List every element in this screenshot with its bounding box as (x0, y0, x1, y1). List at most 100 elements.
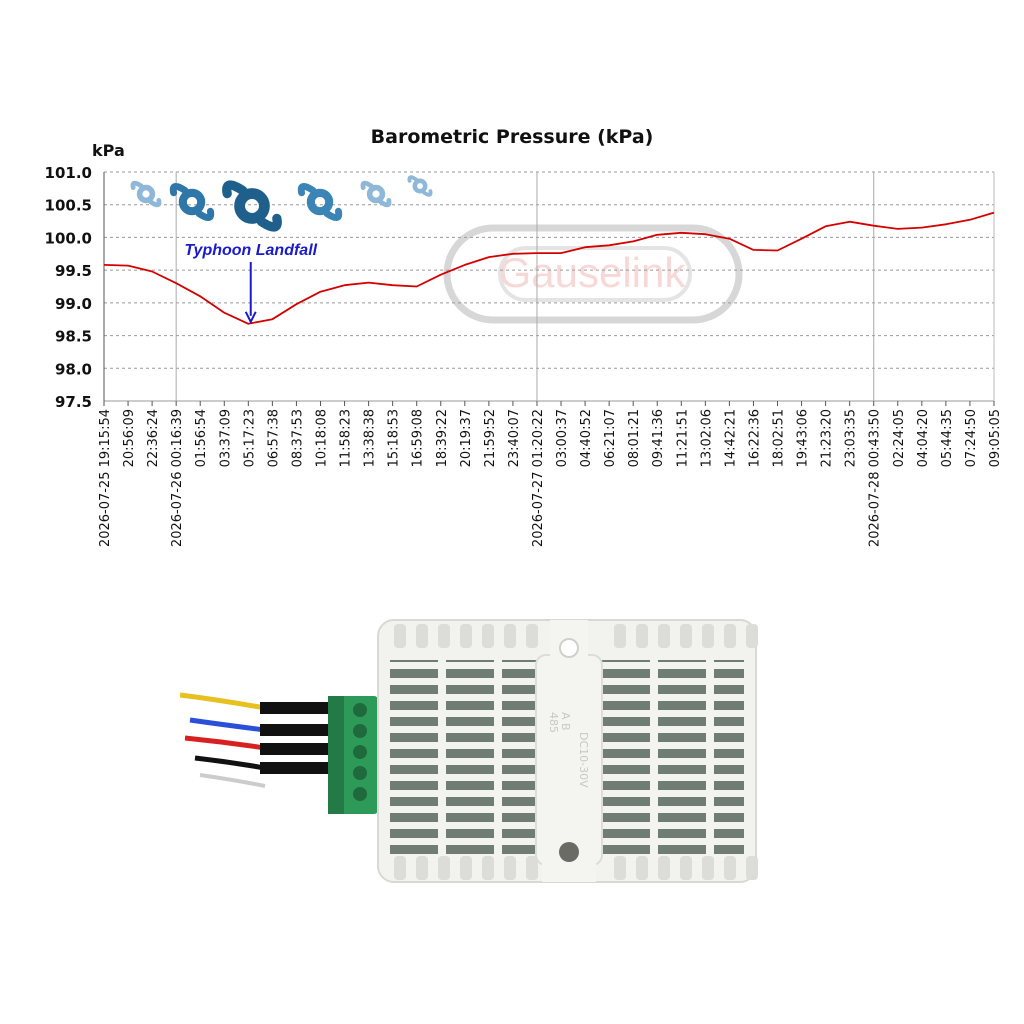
x-tick-label: 09:41:36 (651, 409, 666, 467)
typhoon-icon (407, 175, 433, 197)
x-tick-label: 20:56:09 (122, 409, 137, 467)
typhoon-icon (222, 180, 282, 232)
vent-slat (602, 742, 744, 749)
vent-slat (602, 854, 744, 861)
bottom-vent-notch (680, 856, 692, 880)
vent-rib (650, 660, 658, 860)
y-tick-label: 101.0 (45, 164, 92, 182)
vent-slat (602, 790, 744, 797)
y-tick-label: 97.5 (55, 393, 92, 411)
top-vent-notch (526, 624, 538, 648)
typhoon-icons (130, 175, 433, 232)
chart-title: Barometric Pressure (kPa) (371, 126, 654, 148)
x-tick-label: 18:02:51 (772, 409, 787, 467)
vent-slat (602, 662, 744, 669)
x-tick-label: 2026-07-26 00:16:39 (170, 409, 185, 547)
vent-slat (390, 710, 536, 717)
x-tick-label: 23:40:07 (507, 409, 522, 467)
x-tick-label: 21:59:52 (483, 409, 498, 467)
top-vent-notch (504, 624, 516, 648)
vent-slat (390, 662, 536, 669)
top-vent-notch (460, 624, 472, 648)
top-vent-notch (394, 624, 406, 648)
x-tick-label: 01:56:54 (194, 409, 209, 467)
bottom-vent-notch (482, 856, 494, 880)
x-tick-label: 13:02:06 (699, 409, 714, 467)
x-tick-label: 18:39:22 (435, 409, 450, 467)
y-axis-unit: kPa (92, 141, 125, 160)
vent-slat (602, 774, 744, 781)
bottom-vent-notch (702, 856, 714, 880)
vent-slat (602, 710, 744, 717)
x-tick-label: 04:40:52 (579, 409, 594, 467)
x-tick-label: 19:43:06 (796, 409, 811, 467)
vent-slat (602, 838, 744, 845)
vent-slat (390, 838, 536, 845)
vent-slat (602, 806, 744, 813)
vent-slat (390, 726, 536, 733)
y-tick-label: 99.0 (55, 295, 92, 313)
x-tick-label: 11:58:23 (339, 409, 354, 467)
y-tick-label: 98.0 (55, 360, 92, 378)
x-tick-label: 16:22:36 (747, 409, 762, 467)
x-tick-label: 05:17:23 (242, 409, 257, 467)
x-tick-label: 06:21:07 (603, 409, 618, 467)
vent-slat (390, 742, 536, 749)
typhoon-icon (360, 180, 392, 208)
typhoon-icon (169, 183, 215, 221)
typhoon-icon (297, 183, 343, 221)
x-tick-label: 13:38:38 (363, 409, 378, 467)
annotation-arrow-head (244, 311, 257, 325)
typhoon-icon (130, 180, 162, 208)
bottom-vent-notch (416, 856, 428, 880)
bottom-vent-notch (394, 856, 406, 880)
x-tick-label: 15:18:53 (387, 409, 402, 467)
label-485: 485 (547, 712, 560, 733)
y-tick-label: 98.5 (55, 328, 92, 346)
vent-slat (602, 678, 744, 685)
x-tick-label: 14:42:21 (723, 409, 738, 467)
bottom-vent-notch (438, 856, 450, 880)
x-tick-label: 08:37:53 (290, 409, 305, 467)
x-tick-label: 10:18:08 (314, 409, 329, 467)
top-vent-notch (614, 624, 626, 648)
top-vent-notch (482, 624, 494, 648)
vent-slat (390, 822, 536, 829)
bottom-vent-notch (504, 856, 516, 880)
vent-slat (602, 694, 744, 701)
bottom-vent-notch (746, 856, 758, 880)
pressure-chart: Gauselink Barometric Pressure (kPa) kPa … (45, 126, 1003, 547)
x-tick-label: 02:24:05 (892, 409, 907, 467)
vent-rib (438, 660, 446, 860)
bottom-vent-notch (658, 856, 670, 880)
vent-rib (494, 660, 502, 860)
annotation: Typhoon Landfall (184, 242, 318, 325)
x-tick-label: 2026-07-27 01:20:22 (531, 409, 546, 547)
vent-slat (390, 758, 536, 765)
vent-slat (390, 790, 536, 797)
bottom-vent-notch (526, 856, 538, 880)
x-tick-label: 22:36:24 (146, 409, 161, 467)
top-vent-notch (438, 624, 450, 648)
x-tick-label: 21:23:20 (820, 409, 835, 467)
y-tick-label: 100.0 (45, 229, 92, 247)
top-vent-notch (636, 624, 648, 648)
vent-slat (390, 774, 536, 781)
vent-slat (390, 694, 536, 701)
x-tick-label: 06:57:38 (266, 409, 281, 467)
vent-slat (390, 806, 536, 813)
grid (103, 171, 995, 402)
x-tick-label: 2026-07-25 19:15:54 (98, 409, 113, 547)
x-tick-label: 16:59:08 (411, 409, 426, 467)
vent-slat (390, 678, 536, 685)
x-tick-label: 03:37:09 (218, 409, 233, 467)
wire-ferrules (260, 702, 330, 774)
x-tick-label: 2026-07-28 00:43:50 (868, 409, 883, 547)
x-tick-label: 05:44:35 (940, 409, 955, 467)
bottom-vent-notch (460, 856, 472, 880)
series-line (103, 211, 995, 325)
y-tick-label: 99.5 (55, 262, 92, 280)
vent-slat (602, 822, 744, 829)
top-vent-notch (680, 624, 692, 648)
